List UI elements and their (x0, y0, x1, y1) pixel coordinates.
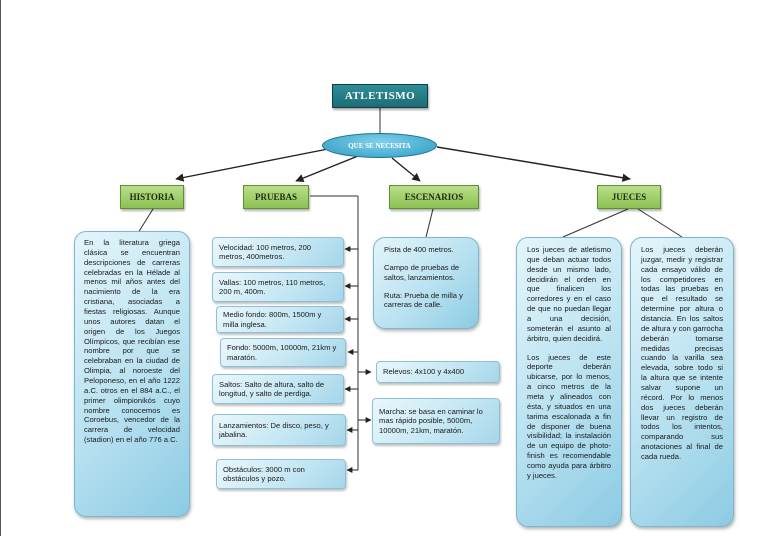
relevos-box: Relevos: 4x100 y 4x400 (376, 361, 500, 383)
pruebas-item-lanzamientos: Lanzamientos: De disco, peso, y jabalina… (212, 414, 346, 446)
category-escenarios: ESCENARIOS (389, 185, 479, 209)
category-historia: HISTORIA (120, 185, 184, 209)
escenarios-item: Ruta: Prueba de milla y carreras de call… (384, 290, 463, 310)
page-edge (0, 0, 1, 536)
jueces-panel-left: Los jueces de atletismo que deban actuar… (516, 237, 622, 527)
historia-panel: En la literatura griega clásica se encue… (74, 231, 190, 517)
pruebas-item-velocidad: Velocidad: 100 metros, 200 metros, 400me… (212, 237, 344, 267)
main-title: ATLETISMO (332, 84, 428, 108)
pruebas-item-fondo: Fondo: 5000m, 10000m, 21km y maratón. (220, 338, 346, 367)
escenarios-item: Pista de 400 metros. (384, 245, 454, 254)
pruebas-item-text: Velocidad: 100 metros, 200 metros, 400me… (219, 242, 312, 261)
relevos-text: Relevos: 4x100 y 4x400 (383, 367, 465, 377)
hub-ellipse: QUE SE NECESITA (322, 133, 437, 158)
jueces-left-text-2: Los jueces de este deporte deberán ubica… (527, 352, 611, 480)
pruebas-item-obstaculos: Obstáculos: 3000 m con obstáculos y pozo… (216, 459, 346, 489)
marcha-text: Marcha: se basa en caminar lo mas rápido… (379, 406, 483, 435)
category-jueces: JUECES (597, 185, 661, 209)
historia-text: En la literatura griega clásica se encue… (84, 238, 180, 445)
escenarios-item: Campo de pruebas de saltos, lanzamientos… (384, 262, 460, 282)
pruebas-item-text: Saltos: Salto de altura, salto de longit… (219, 379, 325, 398)
pruebas-item-saltos: Saltos: Salto de altura, salto de longit… (212, 374, 344, 404)
pruebas-item-text: Obstáculos: 3000 m con obstáculos y pozo… (223, 464, 305, 483)
marcha-box: Marcha: se basa en caminar lo mas rápido… (372, 398, 500, 444)
pruebas-item-text: Vallas: 100 metros, 110 metros, 200 m, 4… (219, 277, 326, 296)
jueces-right-text: Los jueces deberán juzgar, medir y regis… (641, 245, 723, 462)
jueces-panel-right: Los jueces deberán juzgar, medir y regis… (630, 237, 734, 527)
category-pruebas: PRUEBAS (243, 185, 309, 209)
pruebas-item-text: Lanzamientos: De disco, peso, y jabalina… (219, 420, 329, 439)
pruebas-item-medio-fondo: Medio fondo: 800m, 1500m y milla inglesa… (216, 306, 344, 333)
pruebas-item-vallas: Vallas: 100 metros, 110 metros, 200 m, 4… (212, 272, 344, 302)
jueces-left-text-1: Los jueces de atletismo que deban actuar… (527, 245, 611, 343)
escenarios-panel: Pista de 400 metros. Campo de pruebas de… (373, 237, 479, 329)
pruebas-item-text: Medio fondo: 800m, 1500m y milla inglesa… (223, 310, 322, 329)
pruebas-item-text: Fondo: 5000m, 10000m, 21km y maratón. (227, 343, 337, 362)
